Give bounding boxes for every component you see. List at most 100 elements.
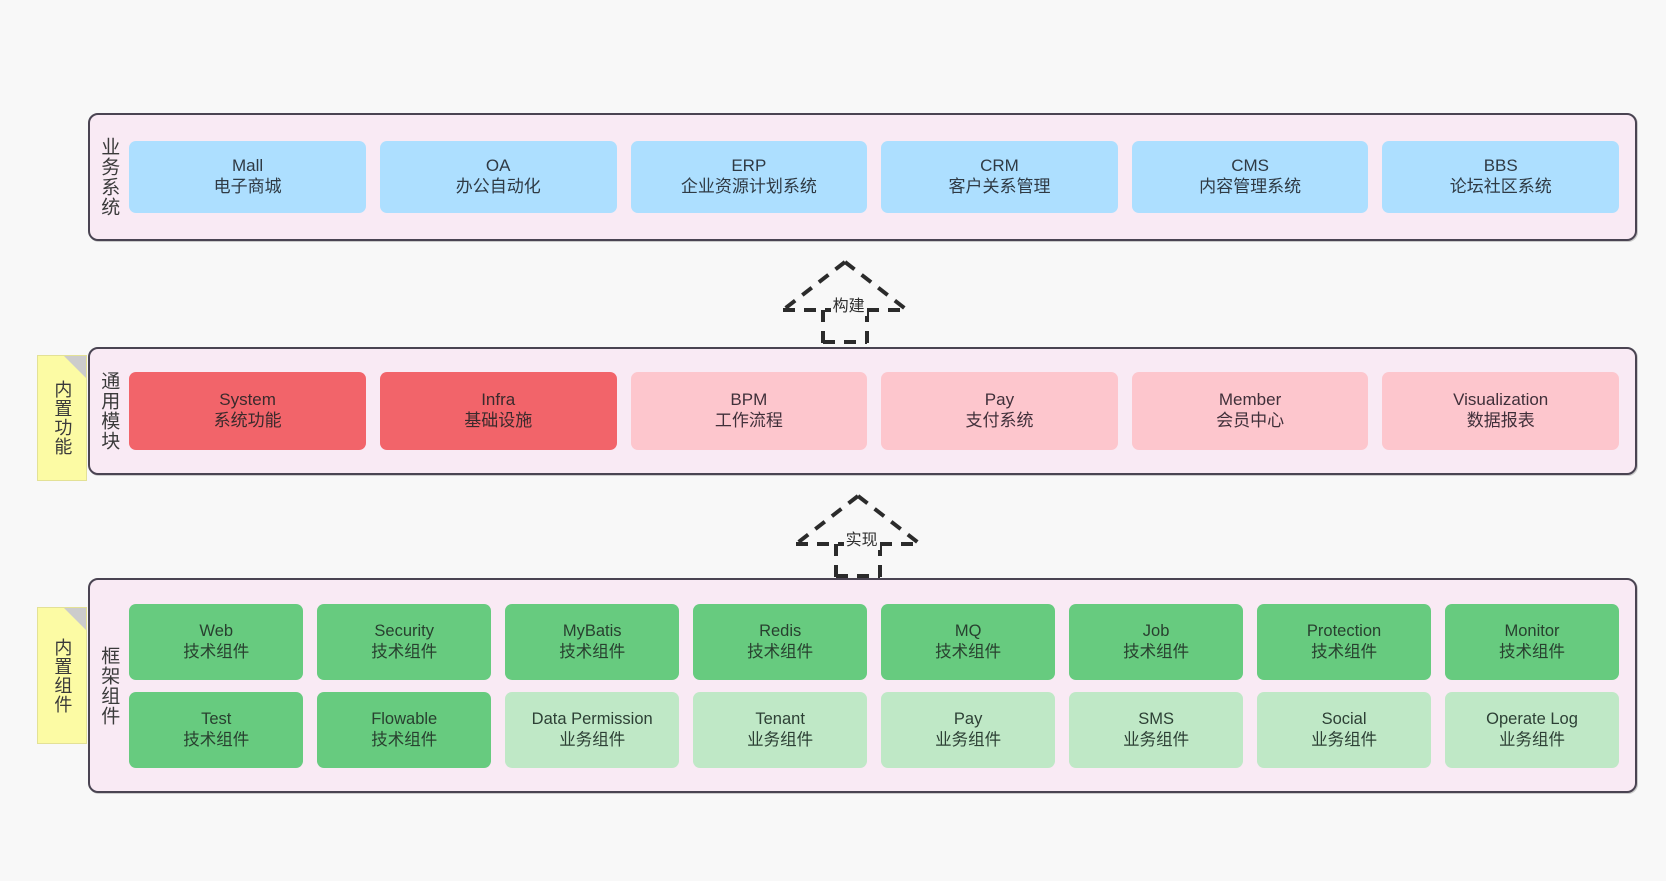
module-title: Pay [984, 390, 1015, 410]
component-subtitle: 技术组件 [183, 642, 250, 661]
component-subtitle: 技术组件 [935, 642, 1002, 661]
module-subtitle: 会员中心 [1216, 411, 1285, 430]
component-title: SMS [1138, 710, 1174, 729]
component-title: Protection [1306, 622, 1382, 641]
module-box-crm[interactable]: CRM 客户关系管理 [881, 141, 1118, 213]
layer-general-modules-label: 通用模块 [98, 371, 120, 451]
module-title: ERP [731, 156, 767, 176]
module-box-system[interactable]: System 系统功能 [129, 372, 366, 450]
connector-implement: 实现 [768, 492, 948, 578]
component-box-tenant[interactable]: Tenant 业务组件 [693, 691, 868, 768]
sticky-note-text: 内置组件 [52, 637, 73, 714]
business-systems-row: Mall 电子商城 OA 办公自动化 ERP 企业资源计划系统 CRM 客户关系… [129, 141, 1620, 213]
module-title: CRM [980, 156, 1019, 176]
component-title: Operate Log [1486, 710, 1578, 729]
component-title: Job [1142, 622, 1170, 641]
component-subtitle: 技术组件 [1499, 642, 1566, 661]
module-subtitle: 企业资源计划系统 [680, 177, 817, 196]
module-subtitle: 数据报表 [1466, 411, 1535, 430]
module-subtitle: 论坛社区系统 [1449, 177, 1552, 196]
connector-implement-shape [794, 494, 922, 578]
component-title: Redis [759, 622, 802, 641]
component-box-operate-log[interactable]: Operate Log 业务组件 [1445, 691, 1620, 768]
component-title: MyBatis [562, 622, 622, 641]
folded-corner-icon [64, 608, 86, 630]
connector-implement-label: 实现 [843, 526, 880, 550]
component-box-job[interactable]: Job 技术组件 [1069, 603, 1244, 680]
component-box-test[interactable]: Test 技术组件 [129, 691, 304, 768]
sticky-note-builtin-function: 内置功能 [37, 355, 87, 481]
connector-build-shape [781, 260, 909, 344]
module-box-bpm[interactable]: BPM 工作流程 [630, 372, 868, 450]
module-box-member[interactable]: Member 会员中心 [1131, 372, 1369, 450]
layer-framework-components-body: Web 技术组件 Security 技术组件 MyBatis 技术组件 Redi… [125, 580, 1635, 791]
component-box-mybatis[interactable]: MyBatis 技术组件 [505, 603, 680, 680]
sticky-note-builtin-component: 内置组件 [37, 607, 87, 744]
module-box-bbs[interactable]: BBS 论坛社区系统 [1382, 141, 1620, 213]
module-subtitle: 支付系统 [965, 411, 1034, 430]
layer-business-systems-label: 业务系统 [98, 137, 120, 217]
component-subtitle: 技术组件 [371, 730, 438, 749]
module-title: OA [485, 156, 511, 176]
component-box-web[interactable]: Web 技术组件 [129, 603, 304, 680]
module-box-mall[interactable]: Mall 电子商城 [129, 141, 366, 213]
component-subtitle: 业务组件 [1499, 730, 1566, 749]
component-box-redis[interactable]: Redis 技术组件 [693, 603, 868, 680]
component-subtitle: 技术组件 [1311, 642, 1378, 661]
module-box-oa[interactable]: OA 办公自动化 [379, 141, 617, 213]
component-box-mq[interactable]: MQ 技术组件 [881, 603, 1056, 680]
component-subtitle: 技术组件 [183, 730, 250, 749]
module-subtitle: 办公自动化 [455, 177, 541, 196]
layer-business-systems-body: Mall 电子商城 OA 办公自动化 ERP 企业资源计划系统 CRM 客户关系… [125, 115, 1635, 239]
component-box-security[interactable]: Security 技术组件 [317, 603, 492, 680]
component-subtitle: 业务组件 [1123, 730, 1190, 749]
module-subtitle: 基础设施 [464, 411, 533, 430]
component-subtitle: 技术组件 [559, 642, 626, 661]
framework-components-row-2: Test 技术组件 Flowable 技术组件 Data Permission … [129, 691, 1620, 768]
module-title: BPM [730, 390, 768, 410]
layer-general-modules: 通用模块 System 系统功能 Infra 基础设施 BPM 工作流程 Pay… [88, 347, 1637, 475]
component-subtitle: 技术组件 [371, 642, 438, 661]
module-title: System [219, 390, 276, 410]
component-subtitle: 业务组件 [747, 730, 814, 749]
component-title: Tenant [755, 710, 805, 729]
module-subtitle: 系统功能 [213, 411, 282, 430]
component-box-data-permission[interactable]: Data Permission 业务组件 [505, 691, 680, 768]
component-box-pay[interactable]: Pay 业务组件 [881, 691, 1056, 768]
component-title: Flowable [371, 710, 438, 729]
module-title: Visualization [1453, 390, 1549, 410]
module-box-infra[interactable]: Infra 基础设施 [379, 372, 617, 450]
module-subtitle: 工作流程 [714, 411, 783, 430]
layer-framework-components-label: 框架组件 [98, 645, 120, 726]
module-box-visualization[interactable]: Visualization 数据报表 [1382, 372, 1620, 450]
module-box-erp[interactable]: ERP 企业资源计划系统 [630, 141, 868, 213]
layer-business-systems: 业务系统 Mall 电子商城 OA 办公自动化 ERP 企业资源计划系统 CRM… [88, 113, 1637, 241]
framework-components-row-1: Web 技术组件 Security 技术组件 MyBatis 技术组件 Redi… [129, 603, 1620, 680]
component-box-protection[interactable]: Protection 技术组件 [1257, 603, 1432, 680]
folded-corner-icon [64, 356, 86, 378]
layer-general-modules-body: System 系统功能 Infra 基础设施 BPM 工作流程 Pay 支付系统… [125, 349, 1635, 473]
component-title: Monitor [1504, 622, 1560, 641]
component-subtitle: 技术组件 [747, 642, 814, 661]
module-title: Member [1218, 390, 1282, 410]
module-box-pay[interactable]: Pay 支付系统 [881, 372, 1118, 450]
module-title: Mall [231, 156, 264, 176]
component-box-social[interactable]: Social 业务组件 [1257, 691, 1432, 768]
component-box-flowable[interactable]: Flowable 技术组件 [317, 691, 492, 768]
component-title: Security [374, 622, 435, 641]
component-subtitle: 业务组件 [1311, 730, 1378, 749]
component-title: MQ [954, 622, 982, 641]
component-subtitle: 业务组件 [935, 730, 1002, 749]
component-box-monitor[interactable]: Monitor 技术组件 [1445, 603, 1620, 680]
component-subtitle: 业务组件 [559, 730, 626, 749]
layer-framework-components: 框架组件 Web 技术组件 Security 技术组件 MyBatis 技术组件… [88, 578, 1637, 793]
connector-build: 构建 [755, 258, 935, 344]
component-title: Data Permission [531, 710, 653, 729]
component-title: Test [201, 710, 232, 729]
connector-build-label: 构建 [830, 292, 867, 316]
component-box-sms[interactable]: SMS 业务组件 [1069, 691, 1244, 768]
module-title: BBS [1483, 156, 1518, 176]
module-box-cms[interactable]: CMS 内容管理系统 [1131, 141, 1369, 213]
sticky-note-text: 内置功能 [52, 380, 73, 456]
